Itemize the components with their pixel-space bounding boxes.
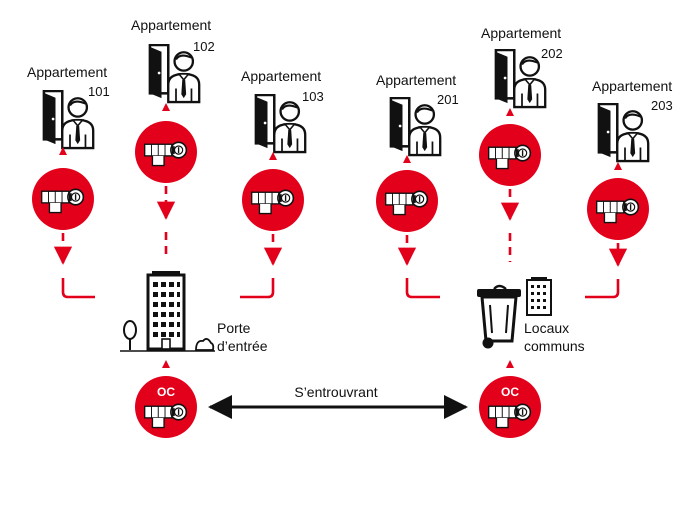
connector-line	[405, 278, 440, 299]
apartment-number: 103	[302, 89, 324, 104]
apartment-number: 203	[651, 98, 673, 113]
apartment-title: Appartement	[592, 78, 672, 94]
entrance-building: Porte d’entrée	[120, 271, 268, 368]
apartment-103: Appartement 103	[240, 68, 324, 299]
door-person-icon	[254, 94, 307, 154]
common-areas: Locaux communs	[476, 277, 585, 368]
door-person-icon	[597, 103, 650, 163]
common-label-line2: communs	[524, 338, 585, 354]
apartment-title: Appartement	[376, 72, 456, 88]
bush-icon	[195, 338, 215, 351]
link-arrow: S’entrouvrant	[208, 384, 468, 419]
apartment-102: Appartement 102	[131, 17, 215, 256]
connector-line	[585, 279, 620, 299]
apartment-number: 201	[437, 92, 459, 107]
tree-icon	[123, 320, 137, 350]
arrow-up-icon	[403, 155, 411, 163]
arrow-up-icon	[506, 360, 514, 368]
arrow-up-icon	[614, 162, 622, 170]
door-person-icon	[494, 49, 547, 109]
apartment-title: Appartement	[131, 17, 211, 33]
apartment-101: Appartement 101	[27, 64, 110, 299]
oc-label: OC	[157, 385, 175, 399]
apartment-title: Appartement	[27, 64, 107, 80]
apartment-title: Appartement	[241, 68, 321, 84]
arrow-up-icon	[269, 152, 277, 160]
arrow-up-icon	[162, 103, 170, 111]
connector-line	[61, 278, 95, 299]
arrow-up-icon	[162, 360, 170, 368]
apartment-number: 101	[88, 84, 110, 99]
apartment-203: Appartement 203	[585, 78, 673, 299]
door-person-icon	[148, 44, 201, 104]
apartment-number: 202	[541, 46, 563, 61]
oc-label: OC	[501, 385, 519, 399]
trash-bin-icon	[476, 284, 522, 349]
door-person-icon	[42, 90, 95, 150]
apartment-201: Appartement 201	[376, 72, 459, 299]
common-label-line1: Locaux	[524, 320, 569, 336]
entrance-label-line2: d’entrée	[217, 338, 268, 354]
apartment-202: Appartement 202	[479, 25, 563, 262]
master-lock-left: OC	[135, 376, 197, 438]
connector-line	[240, 278, 275, 299]
arrow-up-icon	[506, 108, 514, 116]
entrance-label-line1: Porte	[217, 320, 251, 336]
arrow-up-icon	[59, 147, 67, 155]
small-building-icon	[526, 277, 552, 316]
master-lock-right: OC	[479, 376, 541, 438]
apartment-title: Appartement	[481, 25, 561, 41]
link-label: S’entrouvrant	[294, 384, 377, 400]
door-person-icon	[389, 97, 442, 157]
building-icon	[146, 271, 186, 351]
apartment-number: 102	[193, 39, 215, 54]
